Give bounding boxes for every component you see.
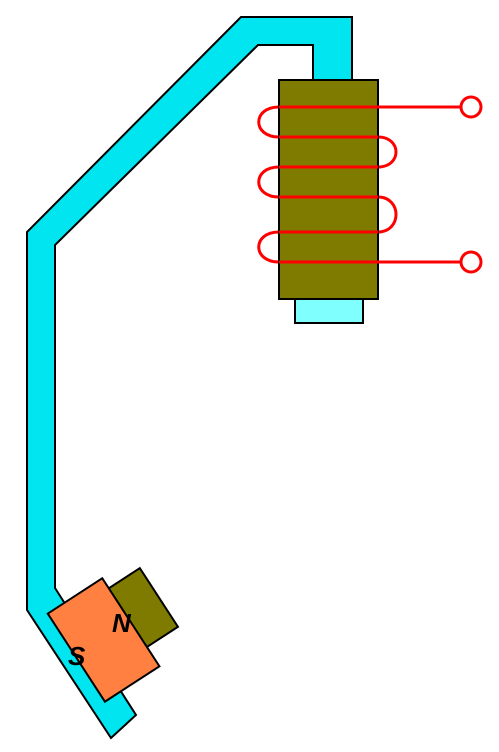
south-pole-label: S [68, 641, 86, 671]
winding-front [279, 105, 462, 264]
winding-back [257, 105, 398, 264]
north-pole-label: N [112, 608, 132, 638]
terminal-top [459, 95, 483, 119]
permanent-magnet [46, 576, 161, 704]
terminal-bottom [459, 250, 483, 274]
magnet-assembly [46, 566, 180, 704]
core-tip [294, 296, 364, 324]
coil-core [278, 79, 379, 300]
